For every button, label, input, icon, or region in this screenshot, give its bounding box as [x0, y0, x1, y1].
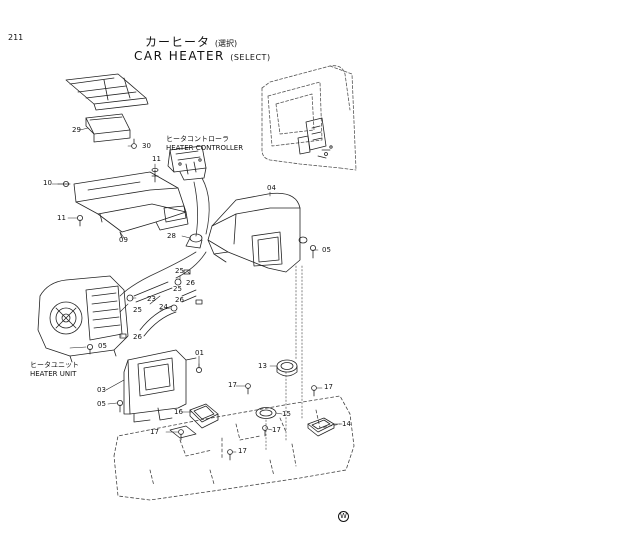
- upper-frame: [65, 73, 149, 111]
- title-english: CAR HEATER (SELECT): [134, 50, 271, 62]
- grommet-13: [276, 359, 298, 377]
- part-number-14: 14: [342, 420, 351, 428]
- control-cables: [119, 177, 210, 297]
- part-number-05-upper: 05: [322, 246, 331, 254]
- cab-controller-detail: [297, 117, 333, 159]
- panel-part-03: [123, 349, 197, 423]
- bolt-05-upper: [309, 244, 316, 259]
- part-number-25-a: 25: [175, 267, 184, 275]
- heater-hoses: [133, 281, 197, 337]
- heater-controller-label-en: HEATER CONTROLLER: [166, 144, 244, 152]
- title-jp-main: カーヒータ: [145, 35, 211, 49]
- part-number-05-lower: 05: [97, 400, 106, 408]
- part-number-26-b: 26: [175, 296, 184, 304]
- title-japanese: カーヒータ (選択): [145, 36, 237, 48]
- part-number-17-d: 17: [272, 426, 281, 434]
- part-number-23: 23: [147, 295, 156, 303]
- seal-15: [255, 407, 277, 419]
- bolt-01: [195, 363, 202, 373]
- heater-unit-label-jp: ヒータユニット: [30, 361, 79, 369]
- heater-controller: [167, 145, 207, 181]
- corner-mark: W: [338, 511, 349, 522]
- part-number-16: 16: [174, 408, 183, 416]
- clamp-part-28: [185, 233, 203, 249]
- part-number-25-c: 25: [133, 306, 142, 314]
- title-en-sub: (SELECT): [230, 53, 271, 62]
- part-number-17-b: 17: [324, 383, 333, 391]
- title-jp-sub: (選択): [214, 39, 238, 48]
- duct-part-09: [73, 171, 189, 239]
- guide-lines: [265, 265, 303, 451]
- part-number-17-e: 17: [238, 447, 247, 455]
- bolt-05-mid: [87, 343, 94, 355]
- bolt-11-lower: [77, 214, 84, 227]
- leader-lines: [51, 127, 343, 453]
- part-number-04: 04: [267, 184, 276, 192]
- part-number-28: 28: [167, 232, 176, 240]
- bolt-10: [57, 180, 71, 187]
- grommet-14: [307, 417, 335, 437]
- part-number-05-mid: 05: [98, 342, 107, 350]
- duct-part-04: [207, 192, 301, 273]
- page-number: 211: [8, 33, 24, 42]
- part-number-10: 10: [43, 179, 52, 187]
- heater-unit-body: [37, 275, 129, 363]
- part-number-30: 30: [142, 142, 151, 150]
- part-number-29: 29: [72, 126, 81, 134]
- cab-outline: [261, 65, 357, 171]
- part-number-24: 24: [159, 303, 168, 311]
- gasket-under-16: [169, 425, 197, 439]
- heater-unit-label-en: HEATER UNIT: [30, 370, 77, 378]
- part-number-13: 13: [258, 362, 267, 370]
- part-number-26-c: 26: [133, 333, 142, 341]
- part-number-03: 03: [97, 386, 106, 394]
- clamp-04-right: [298, 236, 308, 244]
- part-number-25-b: 25: [173, 285, 182, 293]
- grommet-16: [189, 403, 219, 429]
- screws-17: [178, 383, 317, 461]
- part-number-11-upper: 11: [152, 155, 161, 163]
- part-number-17-a: 17: [228, 381, 237, 389]
- screw-30: [131, 138, 137, 149]
- part-number-17-c: 17: [150, 428, 159, 436]
- part-number-26-a: 26: [186, 279, 195, 287]
- heater-controller-label-jp: ヒータコントローラ: [166, 135, 229, 143]
- part-number-11-lower: 11: [57, 214, 66, 222]
- part-number-15: 15: [282, 410, 291, 418]
- part-number-01: 01: [195, 349, 204, 357]
- part-number-09: 09: [119, 236, 128, 244]
- bolt-05-lower: [117, 399, 124, 413]
- title-en-main: CAR HEATER: [134, 49, 225, 63]
- tray-part-29: [85, 113, 131, 143]
